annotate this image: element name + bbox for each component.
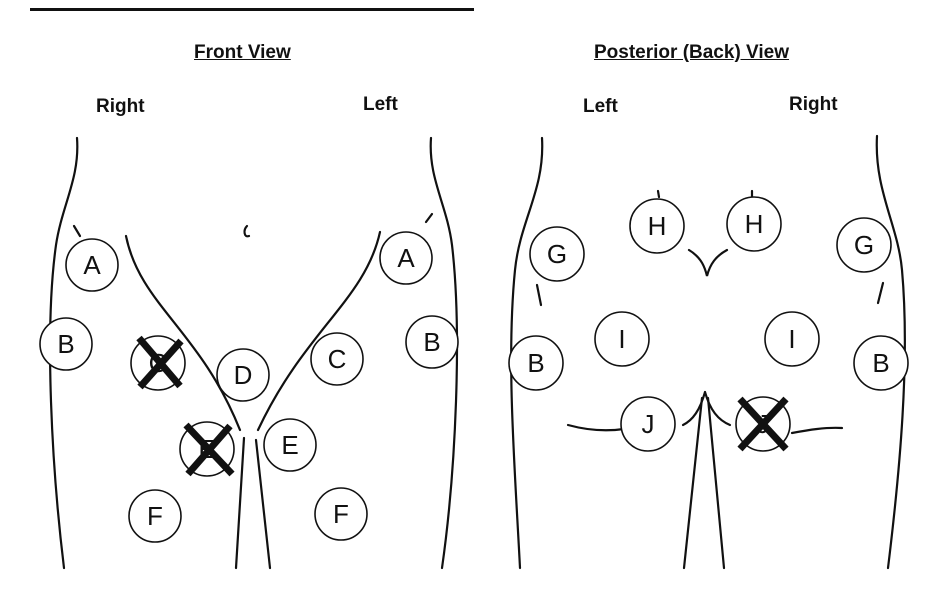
front-site-c-left[interactable]: C	[310, 332, 364, 386]
site-letter: H	[745, 209, 764, 239]
back-label-left: Left	[583, 96, 618, 117]
front-site-b-right[interactable]: B	[39, 317, 93, 371]
back-site-g-right[interactable]: G	[836, 217, 892, 273]
crossed-out-mark	[185, 423, 233, 477]
front-site-f-right[interactable]: F	[128, 489, 182, 543]
back-body-outline	[510, 134, 906, 570]
crossed-out-mark	[737, 396, 789, 452]
back-site-i-right[interactable]: I	[764, 311, 820, 367]
top-rule	[30, 8, 474, 11]
front-view-title: Front View	[194, 42, 291, 63]
site-letter: D	[234, 360, 253, 390]
site-letter: I	[618, 324, 625, 354]
front-site-f-left[interactable]: F	[314, 487, 368, 541]
back-site-j-right-crossed[interactable]: J	[735, 396, 791, 452]
back-site-b-right[interactable]: B	[853, 335, 909, 391]
site-letter: J	[642, 409, 655, 439]
site-letter: A	[83, 250, 101, 280]
front-site-a-right[interactable]: A	[65, 238, 119, 292]
site-letter: B	[423, 327, 440, 357]
site-letter: A	[397, 243, 415, 273]
site-letter: E	[281, 430, 298, 460]
site-letter: F	[147, 501, 163, 531]
front-site-c-right-crossed[interactable]: C	[130, 335, 186, 391]
back-view-title: Posterior (Back) View	[594, 42, 790, 63]
back-label-right: Right	[789, 94, 838, 115]
site-letter: G	[854, 230, 874, 260]
site-letter: B	[872, 348, 889, 378]
front-site-d[interactable]: D	[216, 348, 270, 402]
site-letter: H	[648, 211, 667, 241]
front-site-a-left[interactable]: A	[379, 231, 433, 285]
site-letter: B	[57, 329, 74, 359]
front-site-b-left[interactable]: B	[405, 315, 459, 369]
site-letter: F	[333, 499, 349, 529]
site-letter: I	[788, 324, 795, 354]
back-site-j-left[interactable]: J	[620, 396, 676, 452]
crossed-out-mark	[137, 338, 184, 390]
site-letter: C	[328, 344, 347, 374]
front-label-right: Right	[96, 96, 145, 117]
back-site-g-left[interactable]: G	[529, 226, 585, 282]
front-site-e-left[interactable]: E	[263, 418, 317, 472]
back-site-h-left[interactable]: H	[629, 198, 685, 254]
front-body-outline	[48, 136, 459, 570]
back-site-h-right[interactable]: H	[726, 196, 782, 252]
site-letter: G	[547, 239, 567, 269]
back-site-i-left[interactable]: I	[594, 311, 650, 367]
front-label-left: Left	[363, 94, 398, 115]
back-site-b-left[interactable]: B	[508, 335, 564, 391]
site-letter: B	[527, 348, 544, 378]
front-site-e-right-crossed[interactable]: E	[179, 421, 235, 477]
